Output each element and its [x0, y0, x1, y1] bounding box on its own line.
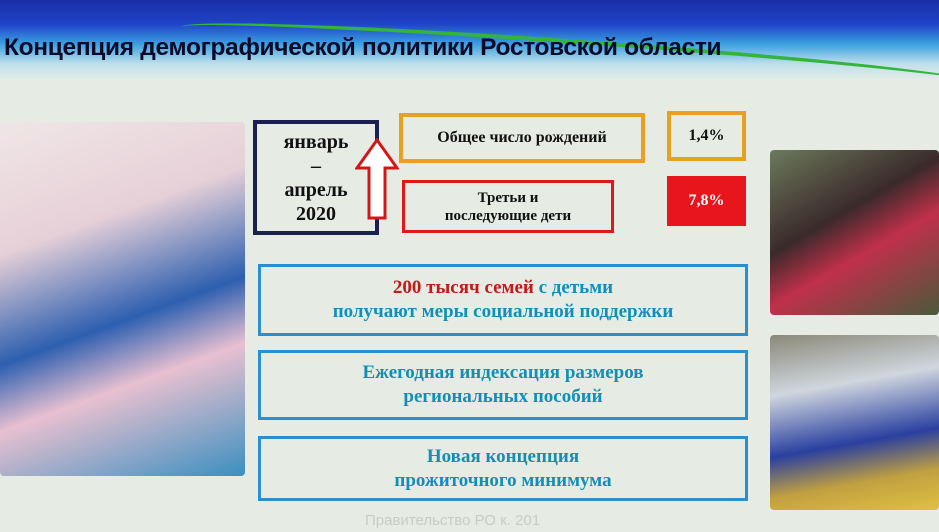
measure-subsistence-minimum: Новая концепция прожиточного минимума — [258, 436, 748, 501]
measure-social-support: 200 тысяч семей с детьми получают меры с… — [258, 264, 748, 336]
third-children-value: 7,8% — [667, 176, 746, 226]
up-arrow-icon — [355, 138, 399, 220]
measure-indexation: Ежегодная индексация размеров региональн… — [258, 350, 748, 420]
third-children-line1: Третьи и — [477, 189, 539, 206]
families-count: 200 тысяч семей — [392, 277, 534, 299]
slide-title: Концепция демографической политики Росто… — [4, 34, 722, 61]
total-births-label: Общее число рождений — [399, 113, 645, 163]
third-children-line2: последующие дети — [444, 207, 572, 224]
measure1-rest: с детьми — [533, 277, 614, 299]
measure1-line2: получают меры социальной поддержки — [332, 301, 674, 322]
period-dash: – — [311, 154, 321, 177]
boy-with-ducklings-photo — [770, 335, 939, 510]
total-births-value: 1,4% — [667, 111, 746, 161]
period-year: 2020 — [296, 202, 336, 225]
period-end: апрель — [284, 178, 348, 201]
slide-header-banner — [0, 0, 939, 98]
period-start: январь — [283, 130, 349, 153]
family-photo — [0, 122, 245, 476]
measure3-line2: прожиточного минимума — [394, 469, 612, 491]
children-photo — [770, 150, 939, 315]
measure2-line2: региональных пособий — [403, 386, 603, 407]
measure2-line1: Ежегодная индексация размеров — [362, 362, 644, 384]
footer-text: Правительство РО к. 201 — [365, 512, 541, 529]
measure3-line1: Новая концепция — [426, 445, 580, 467]
